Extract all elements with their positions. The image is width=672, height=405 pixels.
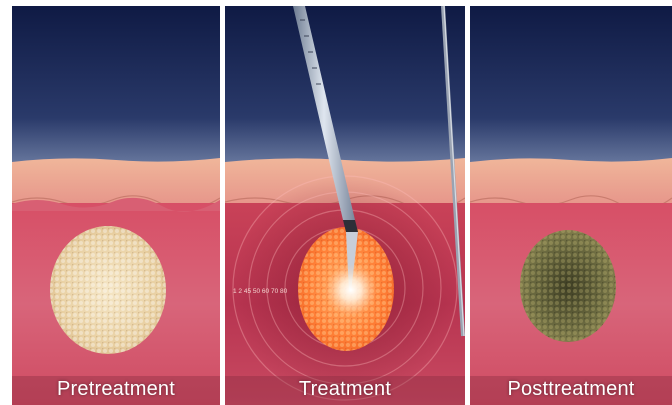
treatment-illustration: 1 2 45 50 60 70 80 xyxy=(225,6,465,405)
pretreatment-caption: Pretreatment xyxy=(12,375,220,403)
pretreatment-illustration xyxy=(12,6,220,405)
treatment-caption: Treatment xyxy=(225,375,465,403)
posttreatment-caption: Posttreatment xyxy=(470,375,672,403)
posttreatment-illustration xyxy=(470,6,672,405)
posttreatment-panel: Posttreatment xyxy=(470,6,672,405)
pretreatment-panel: Pretreatment xyxy=(12,6,220,405)
treatment-panel: 1 2 45 50 60 70 80 Treatment xyxy=(225,6,465,405)
scale-readout: 1 2 45 50 60 70 80 xyxy=(233,288,288,295)
